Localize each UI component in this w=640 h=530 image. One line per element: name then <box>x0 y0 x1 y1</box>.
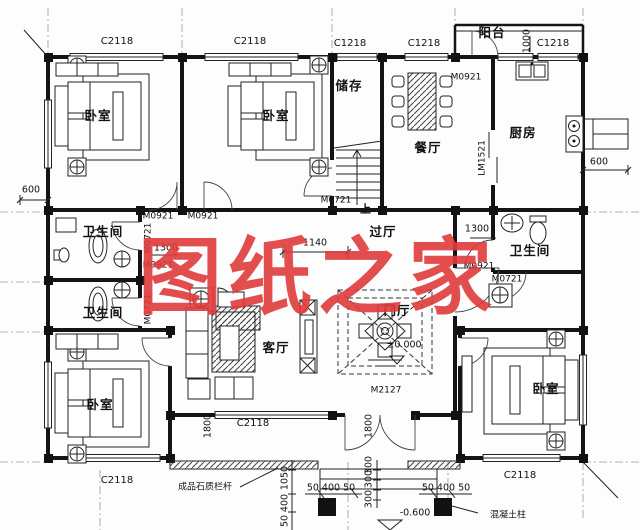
room-label-bath-r: 卫生间 <box>509 242 551 258</box>
bed-bedroom-br <box>483 329 579 451</box>
dim-hall-1140: 1140 <box>302 237 328 249</box>
window-left-wall-1 <box>44 99 52 169</box>
window-c1218-top-right <box>497 53 534 61</box>
door-label-stairs: M0721 <box>320 195 352 206</box>
window-label-c1218-top-right: C1218 <box>536 38 570 49</box>
dim-column-left: 50 400 50 <box>306 482 356 494</box>
room-label-balcony: 阳台 <box>478 24 506 40</box>
door-label-kitchen-slider: LM1521 <box>477 140 488 176</box>
door-label-bath-l2: M0721 <box>143 293 154 325</box>
door-label-entry: M2127 <box>370 385 402 396</box>
window-c1218-top-2 <box>404 53 449 61</box>
dim-step-300c: 300 <box>363 489 375 509</box>
door-label-bath-r: M0721 <box>491 274 523 285</box>
room-label-bedroom-tm: 卧室 <box>262 107 290 123</box>
room-label-bedroom-bl: 卧室 <box>86 396 114 412</box>
dim-step-50: 50 <box>279 514 291 528</box>
door-label-bed-tm: M0921 <box>187 211 219 222</box>
door-label-balcony: M0921 <box>450 72 482 83</box>
room-label-dining: 餐厅 <box>414 139 442 155</box>
bed-bedroom-tm <box>227 55 329 177</box>
stairs <box>333 140 383 205</box>
window-right-wall-1 <box>579 354 587 426</box>
room-label-storage: 储存 <box>335 77 363 93</box>
window-c2118-bottom-right <box>482 454 561 462</box>
dim-column-right: 50 400 50 <box>421 482 471 494</box>
note-stone-railing: 成品石质栏杆 <box>177 482 233 493</box>
room-label-foyer: 门厅 <box>383 302 411 318</box>
note-concrete-column: 混凝土柱 <box>489 510 527 521</box>
window-label-c2118-living: C2118 <box>236 418 270 429</box>
living-room-furniture <box>185 291 318 400</box>
room-label-bedroom-br: 卧室 <box>532 380 560 396</box>
window-label-c2118-top-left: C2118 <box>100 36 134 47</box>
kitchen-fixtures <box>515 61 629 153</box>
dim-step-400: 400 <box>279 493 291 513</box>
window-label-c2118-bottom-left: C2118 <box>100 475 134 486</box>
dim-left-1300: 1300 <box>153 242 179 254</box>
stairs-up-label: 上 <box>360 202 372 216</box>
room-label-living: 客厅 <box>262 339 290 355</box>
room-label-hall: 过厅 <box>369 223 397 239</box>
room-label-bath-l2: 卫生间 <box>82 304 124 320</box>
structural-columns <box>44 53 588 463</box>
window-c1218-top-1 <box>336 53 378 61</box>
dim-step-300b: 300 <box>363 469 375 489</box>
window-label-c1218-top-1: C1218 <box>333 38 367 49</box>
door-label-bed-tl: M0921 <box>142 211 174 222</box>
foyer-ceiling-feature <box>337 289 433 375</box>
dim-balcony-1000: 1000 <box>521 28 533 54</box>
room-label-kitchen: 厨房 <box>509 124 537 140</box>
level-zero: ±0.000 <box>386 339 422 351</box>
window-label-c2118-top-mid: C2118 <box>233 36 267 47</box>
windows-symbols <box>44 53 587 462</box>
door-label-hall-l: M0921 <box>142 260 174 271</box>
window-c2118-top-mid <box>204 53 299 61</box>
axis-lines <box>0 8 640 530</box>
window-c1218-kitchen <box>537 53 579 61</box>
window-left-wall-2 <box>44 361 52 429</box>
dim-step-1050: 1050 <box>279 465 291 491</box>
room-label-bedroom-tl: 卧室 <box>84 107 112 123</box>
dim-porch-1800-center: 1800 <box>363 413 375 439</box>
door-label-bath-l1: M0721 <box>143 222 154 254</box>
window-label-c2118-bottom-right: C2118 <box>503 470 537 481</box>
room-label-bath-l1: 卫生间 <box>82 223 124 239</box>
door-label-hall-r: M0921 <box>463 261 495 272</box>
dim-porch-1800-left: 1800 <box>202 413 214 439</box>
dim-left-600: 600 <box>21 184 41 196</box>
dim-right-1300: 1300 <box>464 223 490 235</box>
level-minus-0600: -0.600 <box>399 507 431 519</box>
dimension-lines <box>16 36 632 530</box>
window-label-c1218-top-2: C1218 <box>407 38 441 49</box>
window-c2118-living <box>214 411 331 419</box>
window-c2118-bottom-left <box>74 454 161 462</box>
dining-table <box>391 72 453 131</box>
dim-right-600: 600 <box>589 156 609 168</box>
wardrobes <box>55 62 473 413</box>
porch-and-steps <box>169 355 479 530</box>
